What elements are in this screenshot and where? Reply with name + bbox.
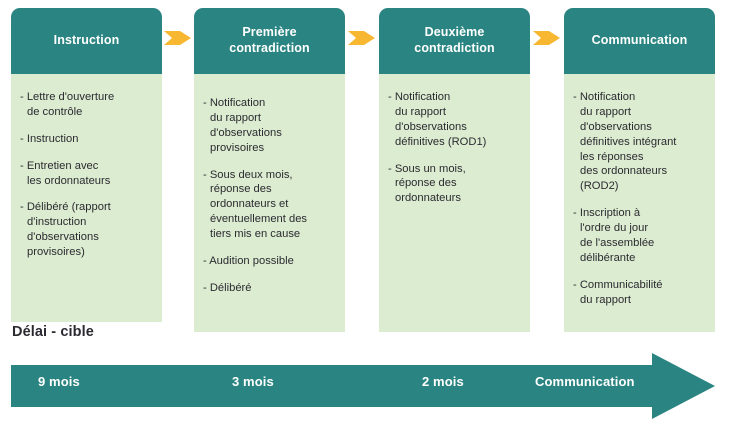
phase-title: Deuxième contradiction [414, 25, 495, 55]
timeline-milestone: Communication [535, 374, 635, 389]
list-item: - Lettre d'ouverture de contrôle [20, 91, 115, 118]
timeline-milestone: 2 mois [422, 374, 464, 389]
phase-body-premiere-contradiction: - Notification du rapport d'observations… [194, 74, 345, 332]
list-item: - Notification du rapport d'observations… [388, 91, 487, 148]
list-item: - Notification du rapport d'observations… [203, 97, 282, 154]
list-item: - Audition possible [203, 255, 294, 268]
timeline-arrow-shape [11, 353, 715, 419]
list-item: - Notification du rapport d'observations… [573, 91, 677, 193]
phase-header-instruction: Instruction [11, 8, 162, 74]
list-item: - Instruction [20, 132, 79, 145]
phase-header-premiere-contradiction: Première contradiction [194, 8, 345, 74]
list-item: - Sous un mois, réponse des ordonnateurs [388, 162, 466, 205]
phase-title: Première contradiction [229, 25, 310, 55]
phase-body-instruction: - Lettre d'ouverture de contrôle - Instr… [11, 74, 162, 322]
timeline-arrow-bar: 9 mois 3 mois 2 mois Communication [11, 353, 715, 419]
list-item: - Sous deux mois, réponse des ordonnateu… [203, 168, 308, 241]
phase-header-communication: Communication [564, 8, 715, 74]
list-item: - Délibéré [203, 281, 252, 294]
phase-title: Communication [591, 33, 688, 48]
delay-target-label: Délai - cible [12, 324, 94, 340]
timeline-milestone: 9 mois [38, 374, 80, 389]
timeline-milestone: 3 mois [232, 374, 274, 389]
chevron-right-arrow-icon [164, 28, 192, 48]
phase-header-deuxieme-contradiction: Deuxième contradiction [379, 8, 530, 74]
list-item: - Délibéré (rapport d'instruction d'obse… [20, 201, 111, 259]
phase-title: Instruction [53, 33, 120, 48]
list-item: - Communicabilité du rapport [573, 278, 663, 306]
chevron-right-arrow-icon [533, 28, 561, 48]
phase-body-deuxieme-contradiction: - Notification du rapport d'observations… [379, 74, 530, 332]
phase-body-communication: - Notification du rapport d'observations… [564, 74, 715, 332]
list-item: - Inscription à l'ordre du jour de l'ass… [573, 207, 655, 264]
list-item: - Entretien avec les ordonnateurs [20, 159, 111, 187]
chevron-right-arrow-icon [348, 28, 376, 48]
